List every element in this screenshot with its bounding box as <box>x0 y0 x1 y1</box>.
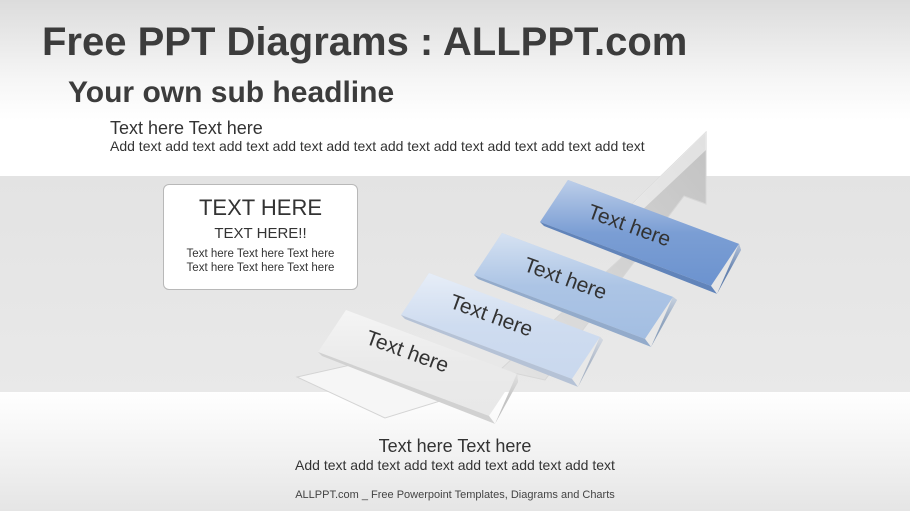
page-title: Free PPT Diagrams : ALLPPT.com <box>42 20 688 64</box>
step-gloss <box>474 233 673 339</box>
intro-heading: Text here Text here <box>110 118 263 138</box>
step-bottom-edge <box>401 315 578 387</box>
callout-line: Text here Text here Text here <box>186 262 335 274</box>
sub-headline: Your own sub headline <box>68 76 395 109</box>
footer-heading: Text here Text here <box>378 436 532 456</box>
header-band <box>0 0 910 176</box>
callout-subheading: TEXT HERE!! <box>214 225 307 242</box>
callout-body: Text here Text here Text here Text here … <box>164 247 357 275</box>
step-3: Text here <box>474 233 677 347</box>
step-end-gloss <box>578 336 603 387</box>
step-1: Text here <box>318 310 518 424</box>
callout-heading: TEXT HERE <box>198 195 323 220</box>
step-4: Text here <box>540 180 741 294</box>
step-gloss <box>540 180 739 286</box>
callout-line: Text here Text here Text here <box>186 248 335 260</box>
step-end-gloss <box>717 243 741 294</box>
step-2: Text here <box>401 273 603 387</box>
step-gloss <box>318 310 517 416</box>
step-end-gloss <box>495 373 518 424</box>
step-bottom-edge <box>540 222 717 294</box>
footer-body: Add text add text add text add text add … <box>295 457 615 473</box>
step-gloss <box>401 273 600 379</box>
footer-band <box>0 392 910 511</box>
step-bottom-edge <box>474 275 651 347</box>
callout-box: TEXT HERE TEXT HERE!! Text here Text her… <box>163 184 358 290</box>
step-end-gloss <box>651 296 677 347</box>
step-bottom-edge <box>318 352 495 424</box>
credit-line: ALLPPT.com _ Free Powerpoint Templates, … <box>295 489 615 501</box>
intro-body: Add text add text add text add text add … <box>110 138 645 154</box>
